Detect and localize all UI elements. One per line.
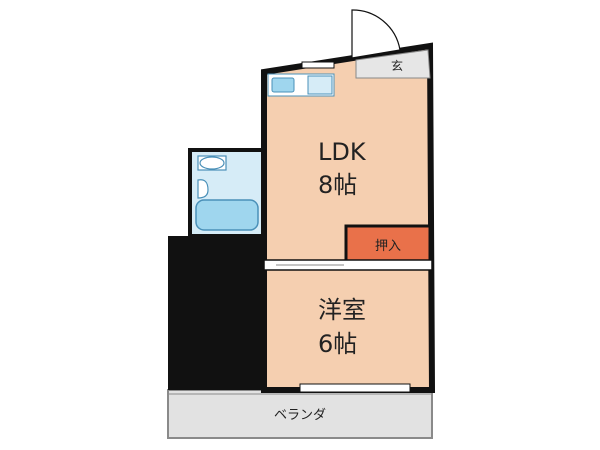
western-room-name: 洋室 [318, 296, 366, 324]
closet-area [344, 224, 432, 266]
entrance-label: 玄 [391, 58, 403, 73]
closet-label: 押入 [375, 239, 401, 254]
entrance-door-swing [351, 9, 401, 59]
stove [307, 75, 333, 95]
room-partition [263, 259, 433, 271]
toilet-bowl [199, 156, 225, 170]
entrance-area [355, 49, 431, 79]
ldk-window [301, 61, 335, 69]
veranda-label: ベランダ [274, 408, 326, 423]
western-room-size: 6帖 [318, 330, 357, 358]
pillar-block [168, 236, 268, 390]
balcony-window [299, 383, 411, 393]
ldk-name: LDK [318, 138, 367, 166]
kitchen-sink [271, 77, 295, 93]
ldk-size: 8帖 [318, 171, 357, 199]
sink-icon [197, 179, 209, 199]
bathtub [195, 199, 259, 231]
veranda-area [167, 389, 433, 439]
